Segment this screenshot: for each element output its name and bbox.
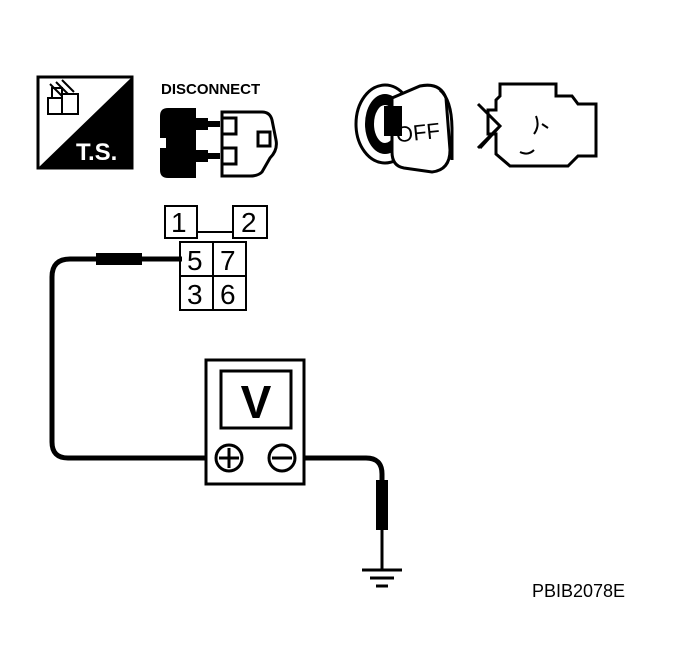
ts-connector-icon: T.S.	[36, 75, 134, 170]
pin-cell-1	[164, 205, 198, 239]
positive-probe-handle	[96, 253, 142, 265]
ts-label: T.S.	[76, 139, 117, 166]
pin-label-1: 1	[171, 207, 187, 238]
negative-probe-handle	[376, 480, 388, 530]
pin-cell-5	[179, 241, 214, 277]
connector-block	[164, 205, 268, 311]
pin-cell-2	[232, 205, 268, 239]
pin-label-3: 3	[187, 279, 203, 310]
meter-display	[219, 369, 293, 430]
pin-label-2: 2	[241, 207, 257, 238]
off-label: OFF	[395, 118, 441, 147]
meter-unit-label: V	[241, 376, 272, 428]
connector-pin-labels: 1 2 5 7 3 6	[171, 207, 257, 310]
disconnect-connector-icon: DISCONNECT	[160, 81, 278, 178]
ignition-key-icon: OFF	[354, 83, 454, 174]
pin-label-5: 5	[187, 245, 203, 276]
pin-cell-6	[212, 275, 247, 311]
pin-cell-3	[179, 275, 214, 311]
disconnect-label: DISCONNECT	[161, 81, 260, 98]
voltmeter: V	[204, 358, 306, 486]
ground-icon	[362, 568, 402, 588]
engine-stopped-icon	[476, 82, 598, 168]
figure-id: PBIB2078E	[532, 581, 625, 601]
pin-label-6: 6	[220, 279, 236, 310]
positive-probe-lead	[49, 253, 214, 461]
pin-label-7: 7	[220, 245, 236, 276]
negative-probe-lead	[298, 455, 388, 570]
